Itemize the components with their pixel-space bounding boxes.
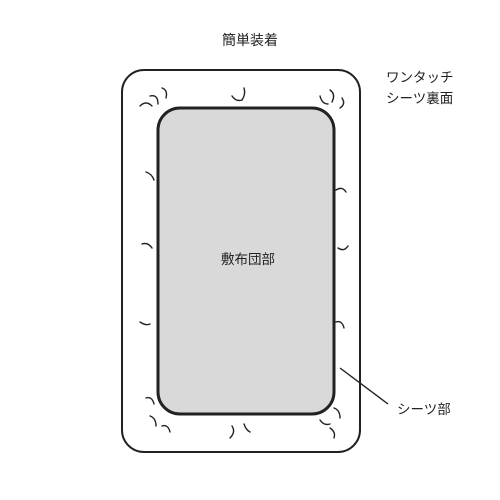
elastic-mark-left-side bbox=[139, 171, 155, 326]
elastic-mark-bottom-right bbox=[319, 407, 341, 439]
sheet-label: シーツ部 bbox=[397, 402, 451, 418]
back-side-label-line1: ワンタッチ bbox=[386, 70, 454, 86]
elastic-mark-top-center bbox=[231, 87, 246, 102]
elastic-mark-right-side bbox=[335, 187, 349, 329]
sheet-label-leader-line bbox=[339, 367, 389, 405]
elastic-mark-bottom-center bbox=[229, 423, 251, 439]
elastic-mark-top-left bbox=[139, 87, 168, 107]
futon-area bbox=[156, 106, 336, 416]
elastic-mark-bottom-left bbox=[145, 396, 171, 433]
diagram-title: 簡単装着 bbox=[222, 33, 278, 49]
futon-label: 敷布団部 bbox=[221, 252, 275, 268]
back-side-label: ワンタッチ シーツ裏面 bbox=[386, 68, 454, 110]
back-side-label-line2: シーツ裏面 bbox=[386, 91, 454, 107]
elastic-mark-top-right bbox=[319, 89, 345, 109]
